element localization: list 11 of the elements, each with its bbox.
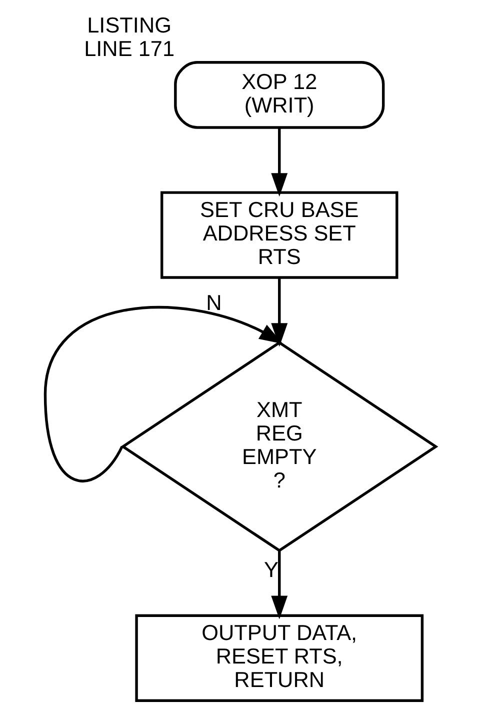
node-box: SET CRU BASE ADDRESS SET RTS <box>160 191 398 279</box>
node-box: OUTPUT DATA, RESET RTS, RETURN <box>135 614 424 702</box>
arrow <box>44 306 283 482</box>
arrow <box>271 278 288 347</box>
node-label: LISTING LINE 171 <box>84 12 175 62</box>
edge-label: Y <box>264 556 278 582</box>
arrow <box>271 128 288 197</box>
edge-label: N <box>206 290 222 316</box>
node-box: XOP 12 (WRIT) <box>174 61 385 129</box>
node-diamond: XMT REG EMPTY ? <box>120 341 438 552</box>
arrow <box>271 551 288 620</box>
